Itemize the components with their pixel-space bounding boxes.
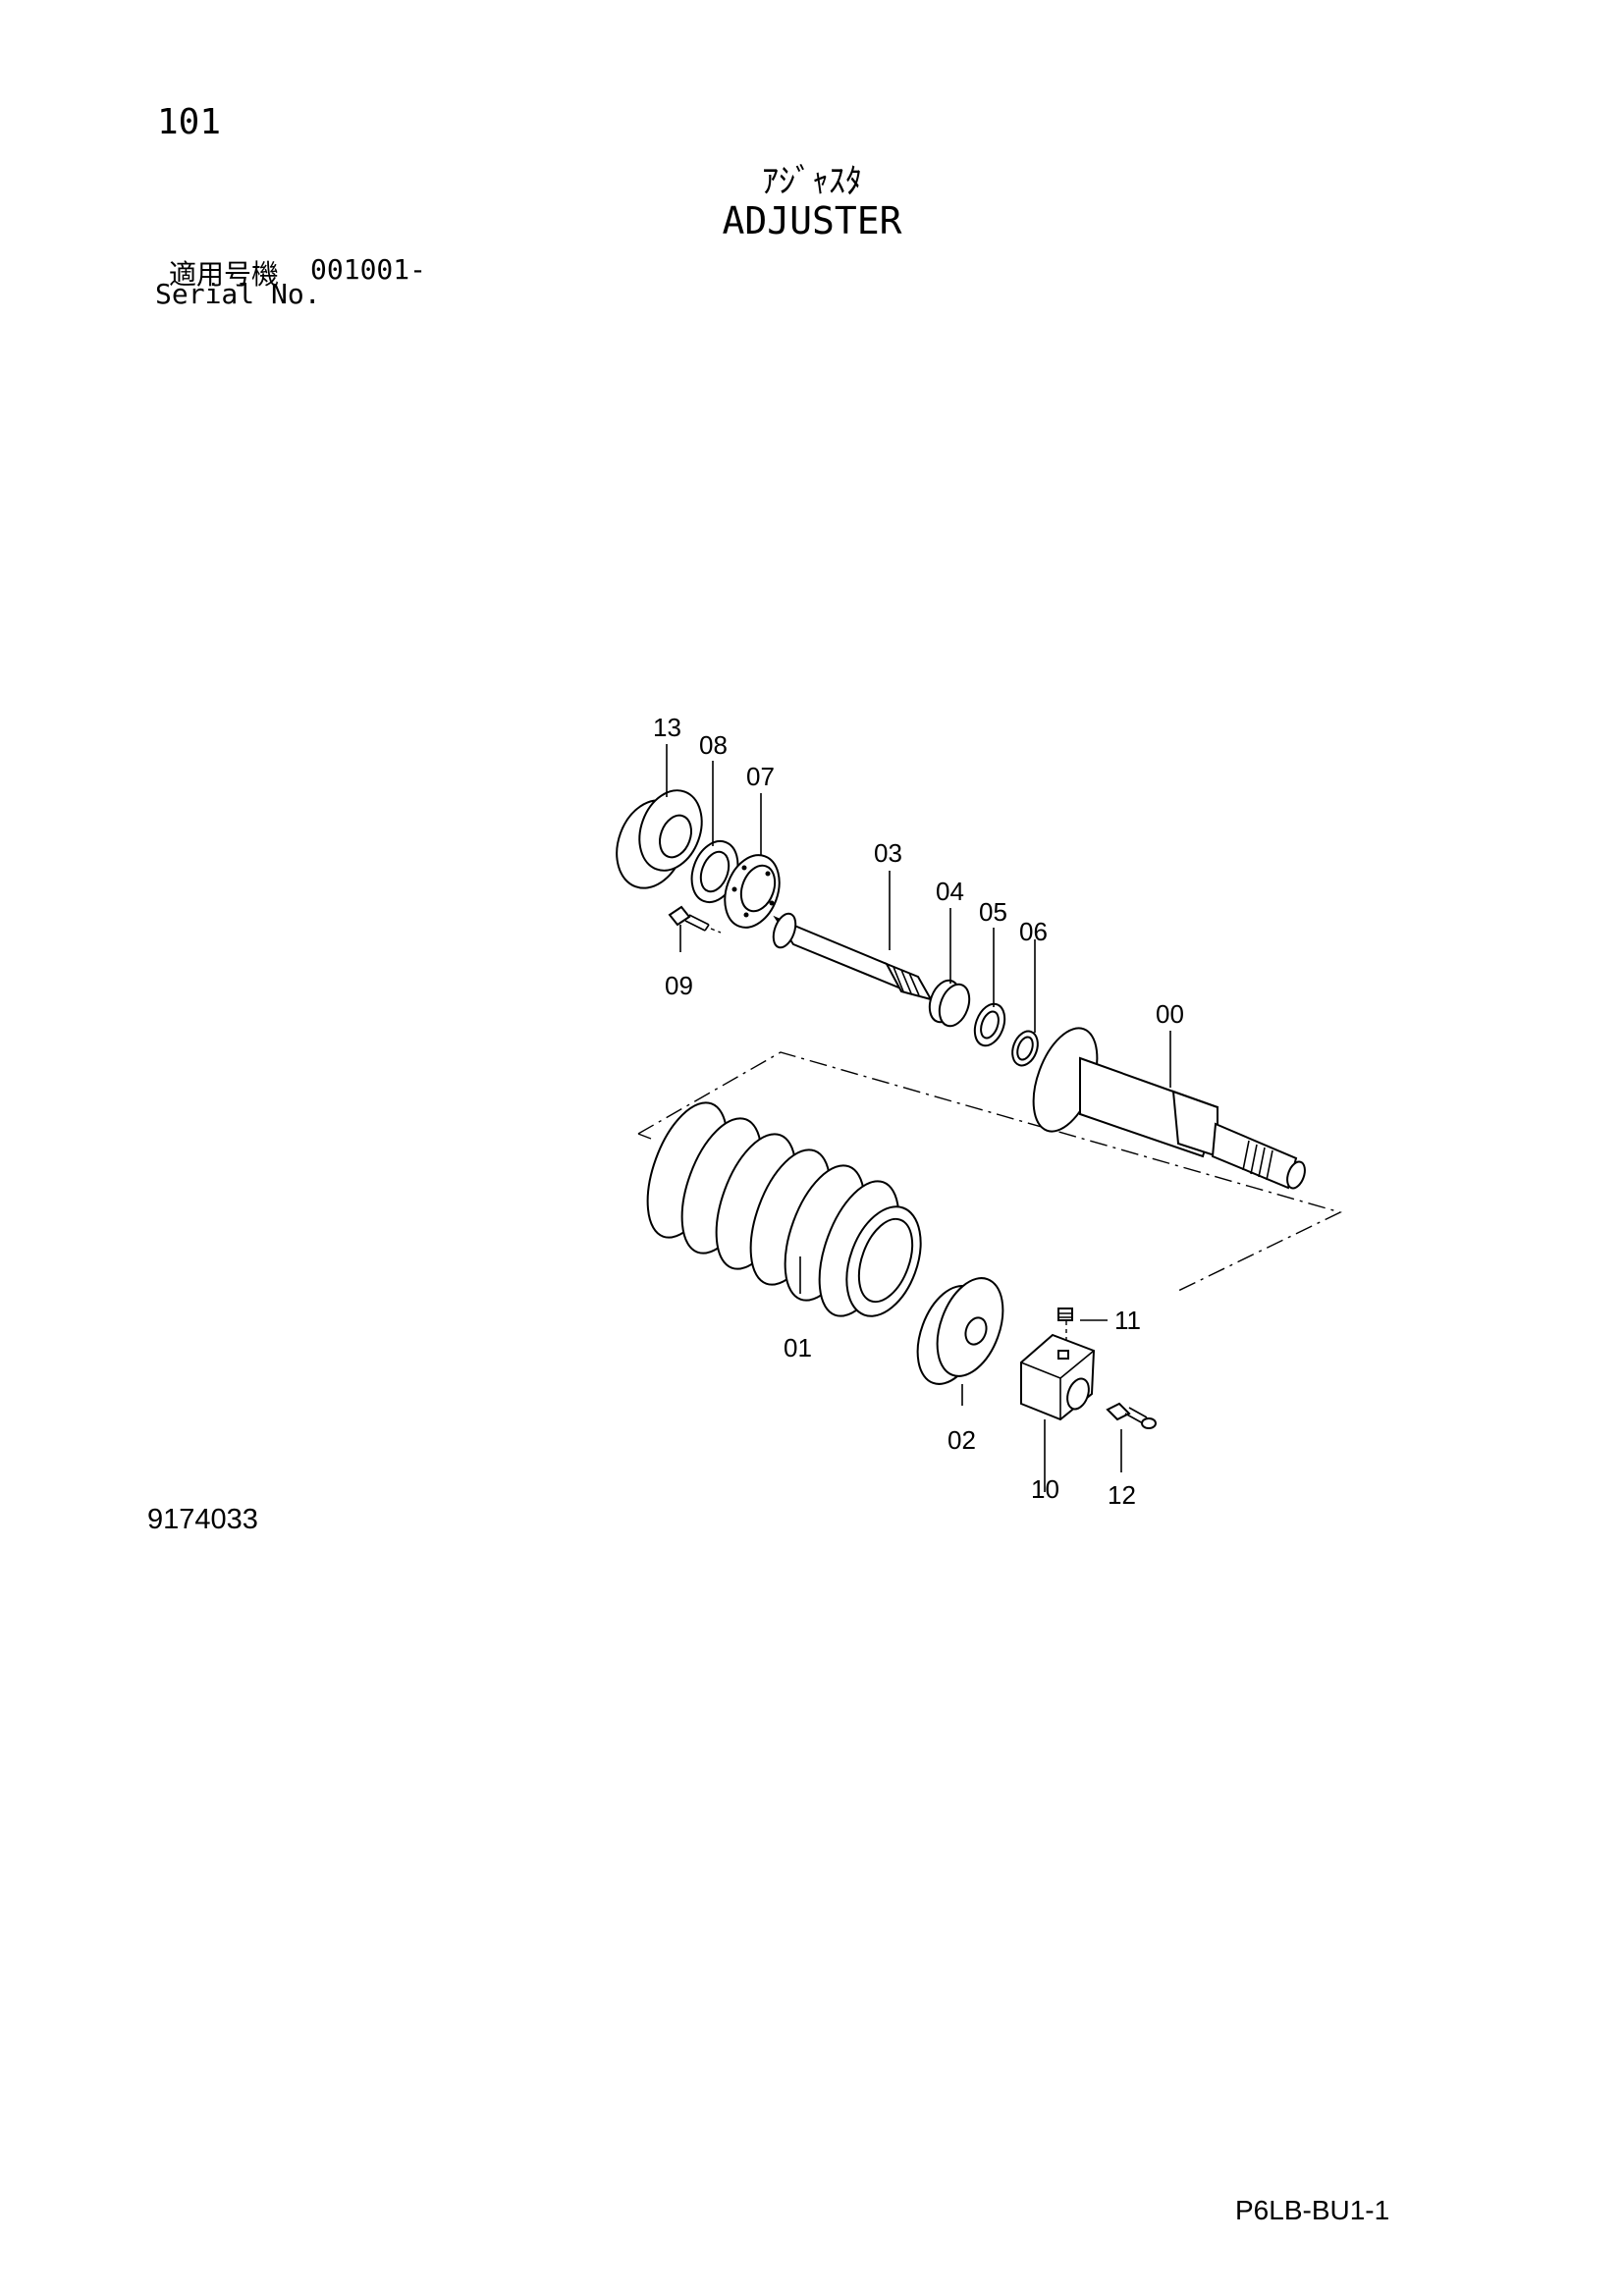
part-label-01: 01 xyxy=(784,1333,812,1362)
part-10-block xyxy=(1020,1333,1096,1421)
title-japanese: ｱｼﾞｬｽﾀ xyxy=(762,162,862,201)
part-11-plug xyxy=(1057,1308,1073,1353)
part-01-spring xyxy=(646,1101,922,1317)
page-number: 101 xyxy=(157,102,222,142)
drawing-number: 9174033 xyxy=(147,1504,258,1535)
part-05-ring xyxy=(973,1002,1006,1047)
part-label-09: 09 xyxy=(665,971,693,1000)
part-00-cylinder xyxy=(1032,1027,1306,1190)
part-label-11: 11 xyxy=(1114,1306,1141,1335)
assembly-boundary xyxy=(637,1051,1342,1292)
part-label-06: 06 xyxy=(1019,917,1048,946)
part-label-13: 13 xyxy=(653,713,681,742)
part-06-snap-ring xyxy=(1011,1030,1039,1067)
part-label-00: 00 xyxy=(1156,999,1184,1029)
title-english: ADJUSTER xyxy=(722,199,902,242)
part-label-08: 08 xyxy=(699,730,728,760)
part-label-12: 12 xyxy=(1108,1480,1136,1510)
part-04-bushing xyxy=(928,979,971,1028)
leader-lines xyxy=(666,744,1171,1492)
part-label-07: 07 xyxy=(746,762,775,791)
part-09-bolt xyxy=(668,905,722,934)
part-02-seat xyxy=(916,1277,1004,1385)
serial-label-japanese: 適用号機 xyxy=(169,258,280,291)
serial-value: 001001- xyxy=(310,253,427,286)
part-label-05: 05 xyxy=(979,897,1007,927)
part-07-flange xyxy=(724,854,781,929)
part-label-10: 10 xyxy=(1031,1474,1059,1504)
part-label-02: 02 xyxy=(947,1425,976,1455)
part-12-fitting xyxy=(1106,1402,1157,1429)
part-03-rod xyxy=(772,912,934,1001)
part-label-03: 03 xyxy=(874,838,902,868)
page-code: P6LB-BU1-1 xyxy=(1235,2195,1390,2225)
serial-label-english: Serial No. xyxy=(155,278,321,310)
part-13-cap xyxy=(616,789,703,889)
part-label-04: 04 xyxy=(936,877,964,906)
